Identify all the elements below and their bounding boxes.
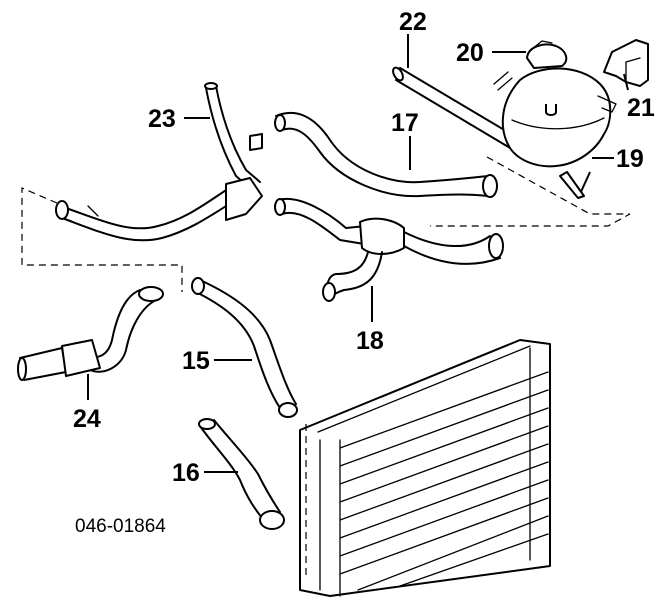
reservoir-cap-20 (493, 40, 568, 91)
radiator (299, 339, 551, 597)
hose-17 (274, 111, 498, 198)
hose-18 (274, 197, 504, 302)
expansion-tank-19 (501, 67, 617, 199)
hose-15 (191, 277, 298, 418)
callout-18: 18 (356, 327, 384, 355)
callout-16: 16 (172, 459, 200, 487)
leader-lines (87, 34, 629, 473)
part-number-label: 046-01864 (75, 516, 166, 537)
hose-24 (17, 286, 164, 381)
callout-17: 17 (391, 109, 419, 137)
callout-labels: 23 22 20 21 17 19 18 15 24 16 046-01864 (73, 8, 655, 537)
pipe-23 (55, 82, 263, 242)
callout-23: 23 (148, 105, 176, 133)
hose-16 (198, 418, 285, 530)
callout-24: 24 (73, 405, 101, 433)
dashed-reference-lines (21, 156, 631, 292)
callout-19: 19 (616, 145, 644, 173)
callout-22: 22 (399, 8, 427, 36)
callout-20: 20 (456, 39, 484, 67)
callout-21: 21 (627, 94, 655, 122)
callout-15: 15 (182, 347, 210, 375)
bracket-21 (603, 39, 649, 87)
